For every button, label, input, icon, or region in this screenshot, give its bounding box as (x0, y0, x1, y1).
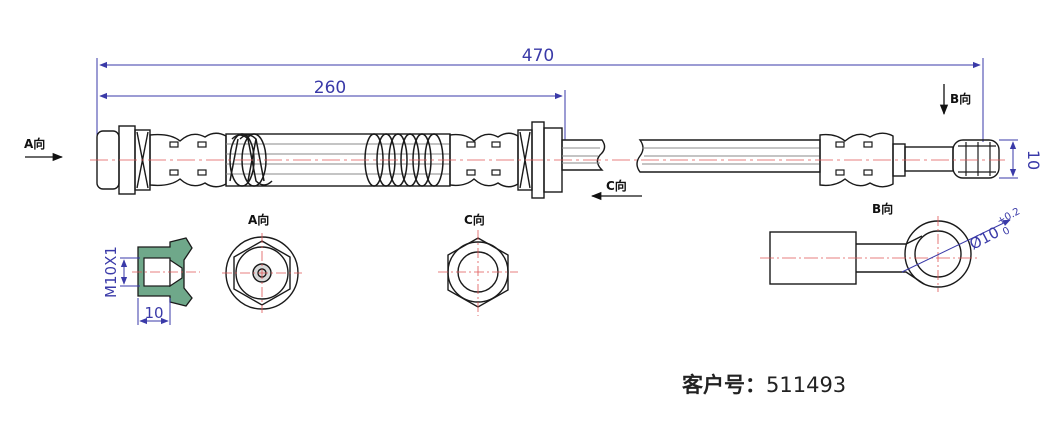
bore-diameter-dimension (901, 219, 1011, 273)
thread-spec-label: M10X1 (102, 246, 120, 298)
bore-tol-upper: +0.2 (995, 206, 1022, 227)
customer-label: 客户号： (682, 373, 766, 397)
section-view (132, 237, 200, 307)
thread-dimension (120, 257, 171, 325)
c-view-arrow-label: C向 (606, 178, 627, 193)
hose-break-right (636, 139, 821, 173)
dimension-260 (99, 90, 566, 140)
c-view-title: C向 (464, 212, 485, 227)
right-crimp-sleeve (819, 132, 894, 188)
a-view-arrow-label: A向 (24, 136, 45, 151)
bore-diameter-label: Ø10 (966, 223, 1002, 253)
hose-break-left (561, 139, 606, 171)
a-view-title: A向 (248, 212, 269, 227)
dimension-10-vertical (999, 139, 1018, 179)
dimension-470-label: 470 (522, 46, 554, 66)
b-view-title: B向 (872, 201, 893, 216)
customer-number: 511493 (766, 373, 847, 397)
dimension-10-label: 10 (1024, 150, 1043, 170)
thread-length-label: 10 (144, 304, 163, 322)
banjo-end (952, 139, 1000, 179)
bore-tol-lower: 0 (1001, 225, 1012, 238)
b-view-arrow-label: B向 (950, 91, 971, 106)
left-crimp-marks (169, 141, 207, 176)
b-banjo-view (769, 220, 972, 288)
banjo-tube (904, 146, 954, 172)
customer-number-line: 客户号：511493 (682, 369, 846, 399)
dimension-260-label: 260 (314, 78, 346, 98)
dimension-470 (96, 58, 984, 142)
